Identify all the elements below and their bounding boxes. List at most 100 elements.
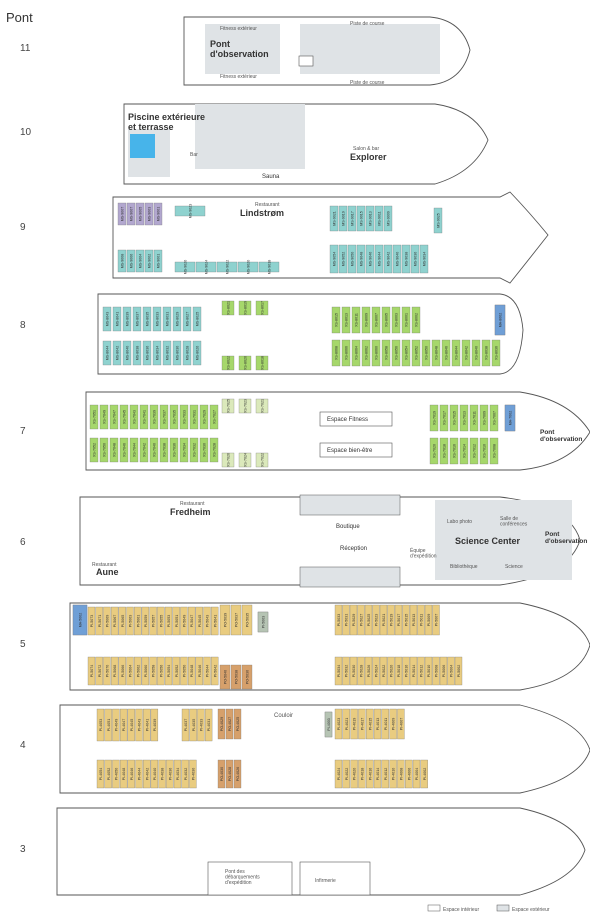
cabin[interactable] <box>189 708 197 742</box>
cabin[interactable] <box>127 759 135 789</box>
cabin[interactable] <box>447 656 455 686</box>
cabin[interactable] <box>127 708 135 742</box>
cabin[interactable] <box>402 656 410 686</box>
cabin[interactable] <box>152 340 162 366</box>
cabin[interactable] <box>421 339 431 367</box>
cabin[interactable] <box>89 404 99 430</box>
cabin[interactable] <box>99 404 109 430</box>
cabin[interactable] <box>230 604 242 636</box>
cabin[interactable] <box>195 261 217 273</box>
cabin[interactable] <box>373 759 382 789</box>
cabin[interactable] <box>401 244 411 274</box>
cabin[interactable] <box>189 759 197 789</box>
cabin[interactable] <box>172 656 180 686</box>
cabin[interactable] <box>187 606 196 636</box>
cabin[interactable] <box>135 249 145 273</box>
cabin[interactable] <box>217 708 226 740</box>
cabin[interactable] <box>162 306 172 332</box>
cabin[interactable] <box>182 306 192 332</box>
cabin[interactable] <box>459 437 469 465</box>
cabin[interactable] <box>454 656 463 686</box>
cabin[interactable] <box>257 611 269 633</box>
cabin[interactable] <box>195 606 203 636</box>
cabin[interactable] <box>238 355 252 371</box>
cabin[interactable] <box>132 340 142 366</box>
cabin[interactable] <box>342 656 350 686</box>
cabin[interactable] <box>401 339 411 367</box>
cabin[interactable] <box>172 340 182 366</box>
cabin[interactable] <box>342 604 350 636</box>
cabin[interactable] <box>334 708 343 740</box>
cabin[interactable] <box>334 604 343 636</box>
cabin[interactable] <box>104 708 112 742</box>
cabin[interactable] <box>469 437 479 465</box>
cabin[interactable] <box>157 606 165 636</box>
cabin[interactable] <box>95 656 103 686</box>
cabin[interactable] <box>172 606 180 636</box>
cabin[interactable] <box>112 340 122 366</box>
cabin[interactable] <box>365 244 375 274</box>
cabin[interactable] <box>95 606 103 636</box>
cabin[interactable] <box>417 656 425 686</box>
cabin[interactable] <box>405 759 413 789</box>
cabin[interactable] <box>211 606 219 636</box>
cabin[interactable] <box>391 339 401 367</box>
cabin[interactable] <box>174 205 206 217</box>
cabin[interactable] <box>397 708 405 740</box>
cabin[interactable] <box>225 759 234 789</box>
cabin[interactable] <box>439 404 449 432</box>
cabin[interactable] <box>126 656 134 686</box>
cabin[interactable] <box>439 656 448 686</box>
cabin[interactable] <box>135 759 143 789</box>
cabin[interactable] <box>135 708 143 742</box>
cabin[interactable] <box>126 202 136 226</box>
cabin[interactable] <box>392 244 402 274</box>
cabin[interactable] <box>394 656 403 686</box>
cabin[interactable] <box>347 205 357 232</box>
cabin[interactable] <box>356 205 366 232</box>
cabin[interactable] <box>489 404 499 432</box>
cabin[interactable] <box>338 205 348 232</box>
cabin[interactable] <box>324 711 333 738</box>
cabin[interactable] <box>419 244 429 274</box>
cabin[interactable] <box>461 339 471 367</box>
cabin[interactable] <box>417 604 425 636</box>
cabin[interactable] <box>172 306 182 332</box>
cabin[interactable] <box>409 604 418 636</box>
cabin[interactable] <box>126 249 136 273</box>
cabin[interactable] <box>122 340 132 366</box>
cabin[interactable] <box>356 244 366 274</box>
cabin[interactable] <box>96 759 105 789</box>
cabin[interactable] <box>432 656 440 686</box>
cabin[interactable] <box>99 437 109 463</box>
cabin[interactable] <box>192 306 202 332</box>
cabin[interactable] <box>143 708 151 742</box>
cabin[interactable] <box>347 244 357 274</box>
cabin[interactable] <box>357 656 365 686</box>
cabin[interactable] <box>338 244 348 274</box>
cabin[interactable] <box>233 759 242 789</box>
cabin[interactable] <box>381 759 389 789</box>
cabin[interactable] <box>211 656 219 686</box>
cabin[interactable] <box>371 306 381 334</box>
cabin[interactable] <box>180 656 188 686</box>
cabin[interactable] <box>329 244 339 274</box>
cabin[interactable] <box>189 437 199 463</box>
cabin[interactable] <box>449 437 459 465</box>
cabin[interactable] <box>494 304 506 336</box>
cabin[interactable] <box>162 340 172 366</box>
cabin[interactable] <box>150 708 159 742</box>
cabin[interactable] <box>149 404 159 430</box>
cabin[interactable] <box>89 437 99 463</box>
cabin[interactable] <box>489 437 499 465</box>
cabin[interactable] <box>329 205 339 232</box>
cabin[interactable] <box>451 339 461 367</box>
cabin[interactable] <box>169 437 179 463</box>
cabin[interactable] <box>119 708 128 742</box>
cabin[interactable] <box>197 708 205 742</box>
cabin[interactable] <box>103 656 111 686</box>
cabin[interactable] <box>221 398 235 414</box>
cabin[interactable] <box>159 437 169 463</box>
cabin[interactable] <box>255 355 269 371</box>
cabin[interactable] <box>394 604 403 636</box>
